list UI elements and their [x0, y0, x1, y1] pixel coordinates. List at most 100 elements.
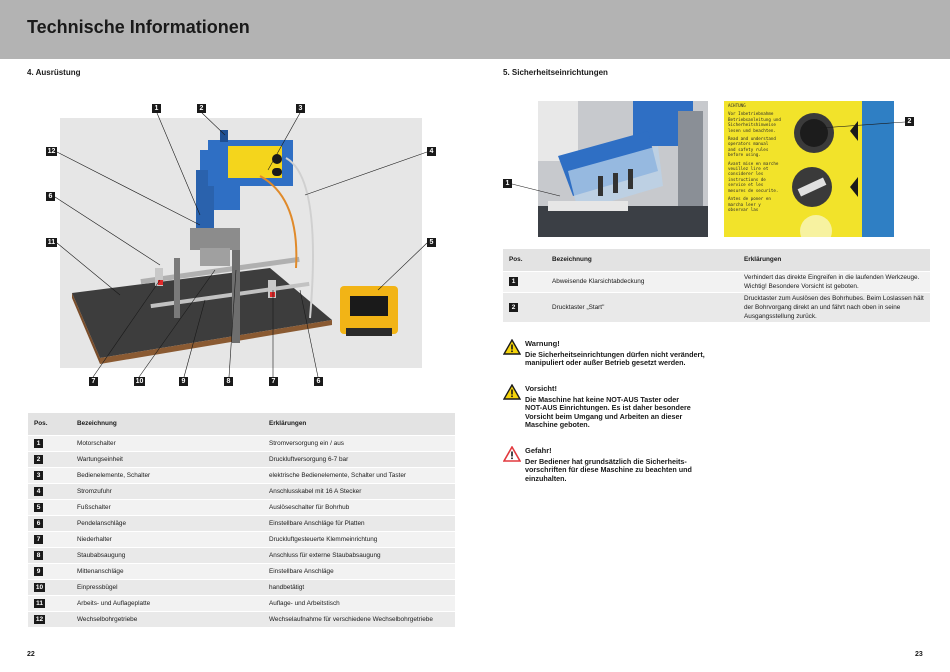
- callout-10: 10: [134, 377, 145, 386]
- pos-badge: 1: [34, 438, 43, 448]
- warning-text: Die Sicherheitseinrichtungen dürfen nich…: [525, 350, 705, 368]
- row-name: Stromzufuhr: [71, 482, 263, 499]
- row-name: Bedienelemente, Schalter: [71, 466, 263, 483]
- col-erklaerungen: Erklärungen: [263, 413, 455, 435]
- pos-badge: 7: [34, 534, 43, 544]
- danger-heading: Gefahr!: [525, 446, 552, 455]
- col-bezeichnung: Bezeichnung: [71, 413, 263, 435]
- start-button-photo: [724, 101, 894, 237]
- row-name: Motorschalter: [71, 434, 263, 451]
- row-desc: handbetätigt: [263, 578, 455, 595]
- pos-badge: 11: [34, 598, 45, 608]
- row-desc: Wechselaufnahme für verschiedene Wechsel…: [263, 610, 455, 627]
- warning-triangle-icon: [503, 339, 521, 355]
- pos-badge: 10: [34, 582, 45, 592]
- pos-badge: 3: [34, 470, 43, 480]
- section-title-sicherheit: 5. Sicherheitseinrichtungen: [503, 68, 608, 77]
- page-number-right: 23: [915, 651, 923, 658]
- row-name: Einpressbügel: [71, 578, 263, 595]
- callout-6-left: 6: [46, 192, 55, 201]
- col-pos: Pos.: [28, 413, 71, 435]
- pos-badge: 2: [34, 454, 43, 464]
- row-name: Abweisende Klarsichtabdeckung: [546, 270, 738, 292]
- table-header-row: Pos. Bezeichnung Erklärungen: [503, 249, 930, 271]
- sticker-text: ACHTUNG Vor Inbetriebnahme Betriebsanlei…: [728, 103, 781, 212]
- machine-illustration: [72, 130, 398, 364]
- callout-9: 9: [179, 377, 188, 386]
- row-name: Staubabsaugung: [71, 546, 263, 563]
- photo-start-button: ACHTUNG Vor Inbetriebnahme Betriebsanlei…: [724, 101, 894, 237]
- callout-8: 8: [224, 377, 233, 386]
- callout-11: 11: [46, 238, 57, 247]
- page-header: Technische Informationen: [0, 0, 950, 59]
- callout-r2: 2: [905, 117, 914, 126]
- row-name: Arbeits- und Auflageplatte: [71, 594, 263, 611]
- row-desc: Stromversorgung ein / aus: [263, 434, 455, 451]
- row-name: Wechselbohrgetriebe: [71, 610, 263, 627]
- page-number-left: 22: [27, 651, 35, 658]
- row-name: Wartungseinheit: [71, 450, 263, 467]
- row-desc: Druckluftversorgung 6-7 bar: [263, 450, 455, 467]
- row-desc: Einstellbare Anschläge: [263, 562, 455, 579]
- pos-badge: 2: [509, 302, 518, 312]
- row-name: Fußschalter: [71, 498, 263, 515]
- row-name: Drucktaster „Start": [546, 291, 738, 322]
- warning-heading: Warnung!: [525, 339, 560, 348]
- row-desc: elektrische Bedienelemente, Schalter und…: [263, 466, 455, 483]
- pos-badge: 9: [34, 566, 43, 576]
- row-desc: Auslöseschalter für Bohrhub: [263, 498, 455, 515]
- row-desc: Verhindert das direkte Eingreifen in die…: [738, 270, 930, 292]
- danger-text: Der Bediener hat grundsätzlich die Siche…: [525, 457, 692, 483]
- section-title-ausruestung: 4. Ausrüstung: [27, 68, 81, 77]
- pos-badge: 12: [34, 614, 45, 624]
- row-name: Pendelanschläge: [71, 514, 263, 531]
- danger-triangle-icon: [503, 446, 521, 462]
- table-header-row: Pos. Bezeichnung Erklärungen: [28, 413, 455, 435]
- pos-badge: 1: [509, 277, 518, 286]
- callout-7-left: 7: [89, 377, 98, 386]
- callout-1: 1: [152, 104, 161, 113]
- row-desc: Drucktaster zum Auslösen des Bohrhubes. …: [738, 291, 930, 322]
- table-row: 2 Drucktaster „Start" Drucktaster zum Au…: [503, 291, 930, 322]
- callout-6-right: 6: [314, 377, 323, 386]
- safety-table: Pos. Bezeichnung Erklärungen 1 Abweisend…: [503, 249, 930, 322]
- photo-clear-cover: [538, 101, 708, 237]
- row-name: Niederhalter: [71, 530, 263, 547]
- machine-figure: [60, 118, 422, 368]
- callout-4: 4: [427, 147, 436, 156]
- col-bezeichnung: Bezeichnung: [546, 249, 738, 271]
- callout-r1: 1: [503, 179, 512, 188]
- row-desc: Anschlusskabel mit 16 A Stecker: [263, 482, 455, 499]
- callout-5: 5: [427, 238, 436, 247]
- callout-7-right: 7: [269, 377, 278, 386]
- page-title: Technische Informationen: [27, 17, 250, 37]
- col-erklaerungen: Erklärungen: [738, 249, 930, 271]
- caution-heading: Vorsicht!: [525, 384, 557, 393]
- row-desc: Druckluftgesteuerte Klemmeinrichtung: [263, 530, 455, 547]
- row-desc: Auflage- und Arbeitstisch: [263, 594, 455, 611]
- row-desc: Einstellbare Anschläge für Platten: [263, 514, 455, 531]
- table-row: 1 Abweisende Klarsichtabdeckung Verhinde…: [503, 270, 930, 292]
- caution-text: Die Maschine hat keine NOT-AUS Taster od…: [525, 395, 691, 430]
- clear-cover-photo: [538, 101, 708, 237]
- pos-badge: 5: [34, 502, 43, 512]
- callout-2: 2: [197, 104, 206, 113]
- caution-triangle-icon: [503, 384, 521, 400]
- pos-badge: 6: [34, 518, 43, 528]
- col-pos: Pos.: [503, 249, 546, 271]
- equipment-table: Pos. Bezeichnung Erklärungen 1 Motorschal…: [28, 413, 455, 627]
- row-name: Mittenanschläge: [71, 562, 263, 579]
- row-desc: Anschluss für externe Staubabsaugung: [263, 546, 455, 563]
